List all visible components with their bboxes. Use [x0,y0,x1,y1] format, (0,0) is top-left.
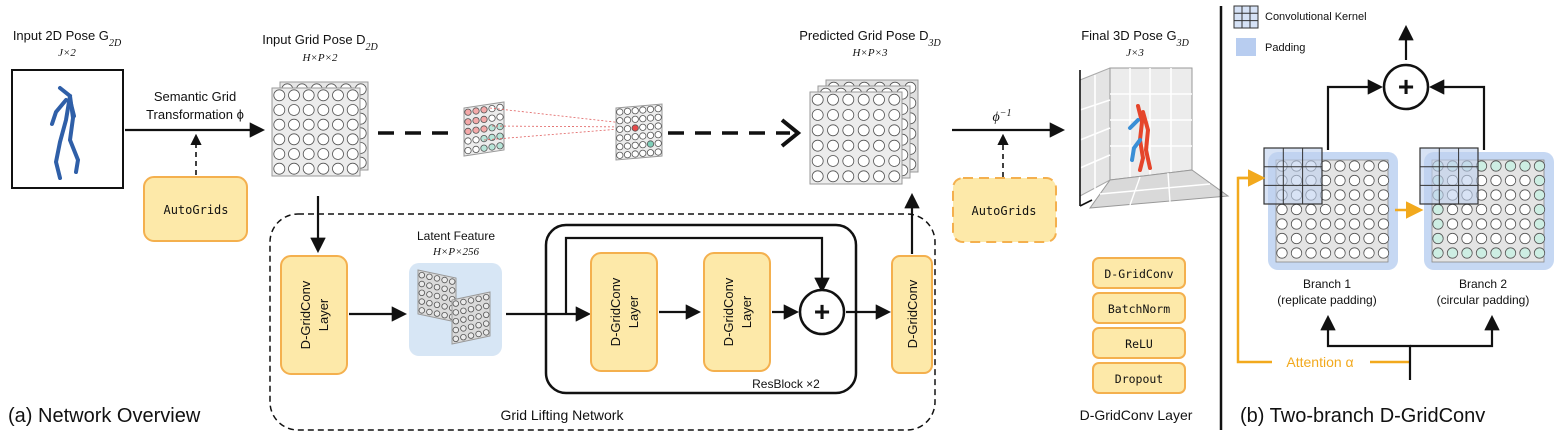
layer1-line1: D-GridConv [298,280,313,349]
autogrids-right-box [952,177,1057,243]
layer2-line1: D-GridConv [608,277,623,346]
svg-text:Predicted Grid Pose D3D: Predicted Grid Pose D3D [799,28,941,49]
branch2-line1: Branch 2 [1459,277,1507,291]
stack-item-dropout [1092,362,1186,394]
input-2d-title: Input 2D Pose G [13,28,109,43]
branch1-line1: Branch 1 [1303,277,1351,291]
conv-illustration-grid-b [615,103,663,161]
arrow-branch2-sum [1428,79,1486,150]
resblock-sum [798,288,846,336]
stack-item-dgridconv-label: D-GridConv [1104,267,1173,281]
inverse-symbol: ϕ [993,110,1000,125]
inverse-sup: −1 [1000,108,1012,119]
layer3-line2: Layer [739,295,754,328]
skeleton-2d [50,86,81,180]
resblock-skip [564,236,830,314]
kernel-legend-icon [1233,5,1259,29]
grid-lifting-network [269,213,936,431]
stack-item-dgridconv [1092,257,1186,289]
layer1-box [280,255,348,375]
stack-item-relu-label: ReLU [1125,337,1153,351]
layer1-line2: Layer [316,298,331,331]
legend: Convolutional Kernel Padding [1233,5,1367,56]
latent-dim: H×P×256 [432,246,480,258]
svg-text:Final 3D Pose G3D: Final 3D Pose G3D [1081,28,1189,49]
svg-text:ϕ−1: ϕ−1 [993,108,1012,126]
input-2d-pose: Input 2D Pose G2D J×2 [11,28,124,189]
final-3d-dim: J×3 [1126,47,1144,59]
attention-path [1236,176,1272,364]
final-3d-plot [1079,67,1230,209]
input-2d-sub: 2D [109,38,122,49]
input-2d-frame [11,69,124,189]
final-3d-title: Final 3D Pose G [1081,28,1176,43]
resblock-label: ResBlock ×2 [752,377,820,391]
branch1-grid [1263,147,1398,270]
layer-out-box [891,255,933,374]
final-3d-sub: 3D [1176,38,1190,49]
transform-line1: Semantic Grid [154,89,236,104]
arrow-input-branch1 [1320,314,1412,380]
resblock-container [544,223,858,395]
layer-out-label: D-GridConv [905,279,920,348]
predicted-grid-title: Predicted Grid Pose D [799,28,928,43]
branch2-line2: (circular padding) [1437,293,1530,307]
input-grid-pose [271,81,369,177]
input-2d-dim: J×2 [58,47,76,59]
input-grid-title: Input Grid Pose D [262,32,365,47]
conv-projection-lines [483,107,633,141]
attention-label: Attention α [1286,354,1353,370]
legend-padding-label: Padding [1265,42,1305,54]
svg-text:Input 2D Pose G2D: Input 2D Pose G2D [13,28,122,49]
layer3-box [703,252,771,372]
resblock-plus: + [814,296,830,327]
autogrids-left-label: AutoGrids [163,203,228,217]
branch1-line2: (replicate padding) [1277,293,1376,307]
svg-text:Input Grid Pose D2D: Input Grid Pose D2D [262,32,378,53]
input-grid-sub: 2D [366,42,379,53]
layer2-line2: Layer [626,295,641,328]
lifting-label: Grid Lifting Network [501,407,625,423]
transform-line2: Transformation ϕ [146,107,244,122]
predicted-grid-pose [809,79,919,185]
arrow-input-branch2 [1410,314,1500,348]
stack-item-dropout-label: Dropout [1115,372,1163,386]
skeleton-3d [1128,104,1152,172]
stack-item-relu [1092,327,1186,359]
predicted-grid-dim: H×P×3 [851,47,888,59]
autogrids-left-box [143,176,248,242]
latent-feature-grids [417,269,491,345]
caption-b: (b) Two-branch D-GridConv [1240,405,1485,427]
dashed-arrow-head [780,118,802,148]
branch2-grid [1419,147,1554,270]
padding-legend-swatch [1236,38,1256,56]
stack-item-batchnorm-label: BatchNorm [1108,302,1170,316]
plot-gridlines [1079,68,1192,190]
layer2-box [590,252,658,372]
predicted-grid-sub: 3D [928,38,942,49]
layer-stack-caption-visible: D-GridConv Layer [1080,407,1193,423]
legend-kernel-label: Convolutional Kernel [1265,11,1367,23]
layer-stack: D-GridConv BatchNorm ReLU Dropout [1092,257,1186,394]
arrow-branch1-sum [1326,79,1384,150]
caption-a: (a) Network Overview [8,405,201,427]
layer3-line1: D-GridConv [721,277,736,346]
latent-title: Latent Feature [417,229,495,243]
conv-illustration-grid-a [463,101,505,157]
branch-sum [1382,63,1430,111]
stack-item-batchnorm [1092,292,1186,324]
branch-plus: + [1398,71,1414,102]
input-grid-dim: H×P×2 [301,52,338,64]
autogrids-right-label: AutoGrids [971,204,1036,218]
